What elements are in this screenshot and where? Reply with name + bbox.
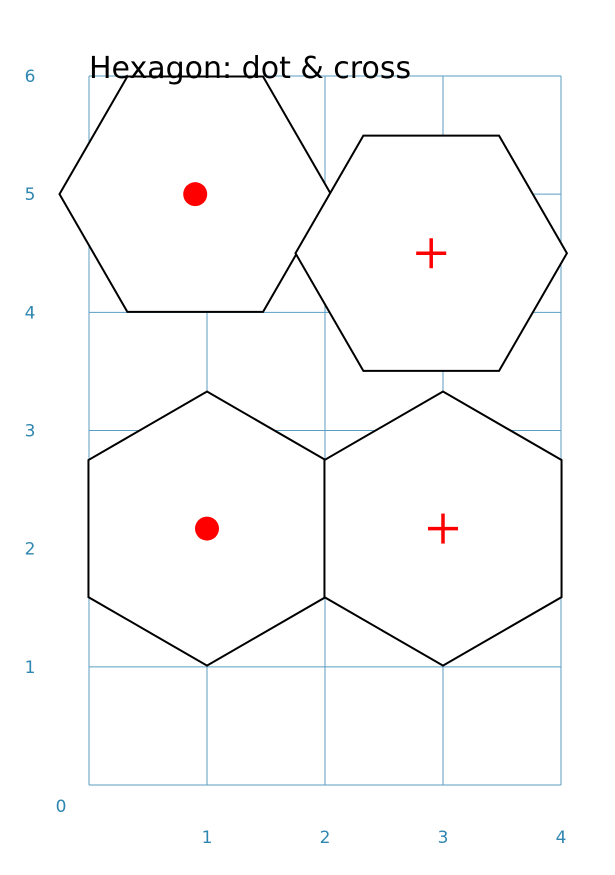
x-tick-label: 1 <box>202 828 213 848</box>
y-tick-label: 3 <box>25 422 36 442</box>
hexagon-top-right <box>294 134 569 372</box>
x-tick-label: 2 <box>320 828 331 848</box>
hexagons <box>58 75 569 667</box>
hexagon-top-left <box>58 75 333 313</box>
origin-tick-label: 0 <box>56 797 67 817</box>
dot-marker <box>183 182 208 207</box>
y-tick-label: 4 <box>25 303 36 323</box>
y-tick-label: 1 <box>25 658 36 678</box>
axis-ticks: 1 2 3 4 1 2 3 4 5 6 0 <box>25 67 567 848</box>
y-tick-label: 2 <box>25 540 36 560</box>
cross-marker <box>428 513 458 544</box>
y-tick-label: 5 <box>25 185 36 205</box>
dot-marker <box>195 516 219 541</box>
y-tick-label: 6 <box>25 67 36 87</box>
x-tick-label: 4 <box>556 828 567 848</box>
x-tick-label: 3 <box>438 828 449 848</box>
cross-marker <box>416 238 447 269</box>
hexagon-bottom-left <box>87 390 327 667</box>
diagram-title: Hexagon: dot & cross <box>89 51 411 86</box>
hexagon-bottom-right <box>323 390 563 667</box>
